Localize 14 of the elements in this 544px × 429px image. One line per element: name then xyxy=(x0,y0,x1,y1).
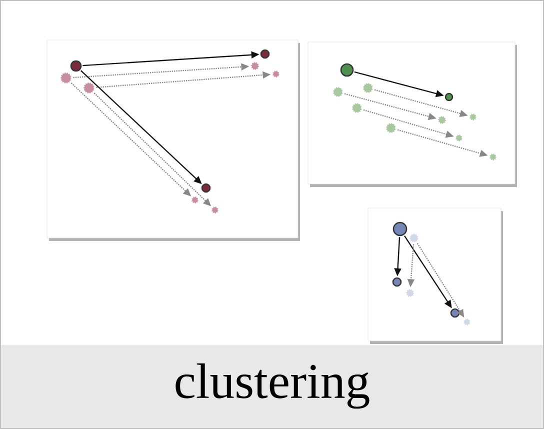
dot xyxy=(392,222,408,236)
panel xyxy=(46,40,300,241)
dot xyxy=(201,183,211,193)
dot xyxy=(444,92,454,102)
dot xyxy=(260,49,270,59)
faded-dot xyxy=(60,72,72,84)
panel xyxy=(308,42,517,187)
faded-dot xyxy=(82,82,96,94)
panel xyxy=(368,208,503,344)
caption-text: clustering xyxy=(176,363,370,409)
dot xyxy=(450,308,460,318)
dot xyxy=(392,277,402,287)
dot xyxy=(340,63,354,77)
dot xyxy=(70,60,82,72)
